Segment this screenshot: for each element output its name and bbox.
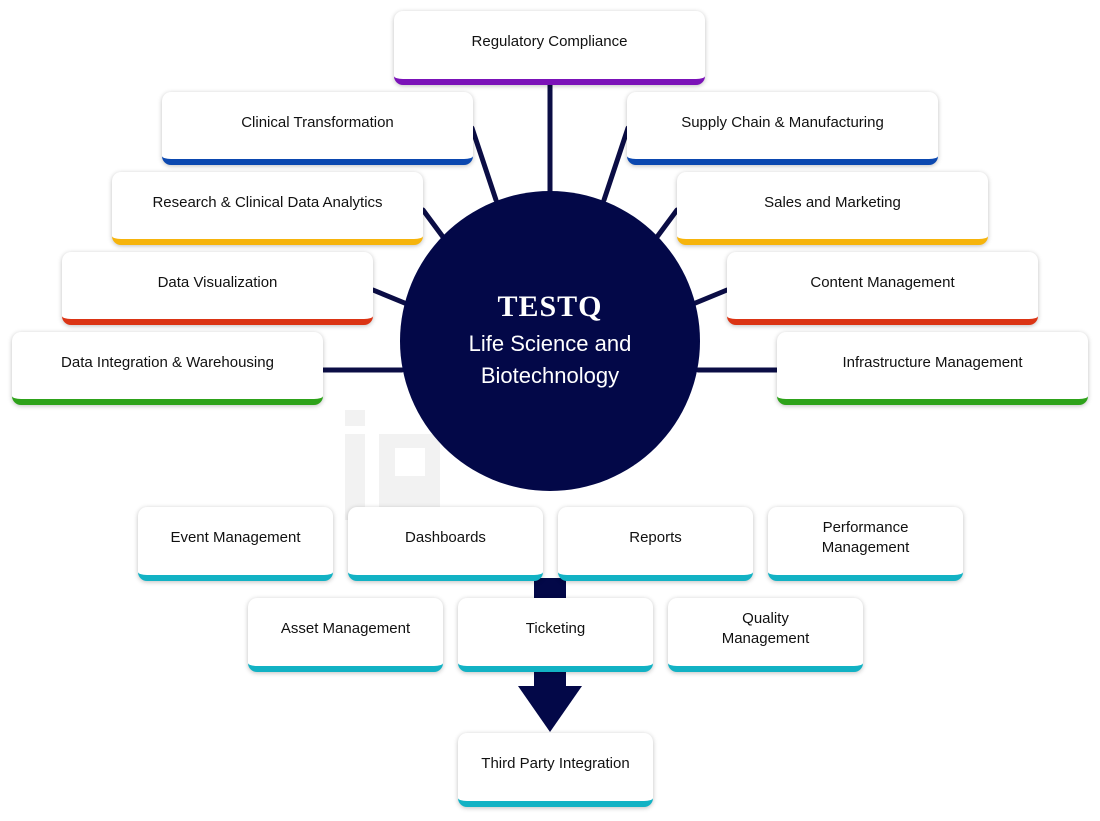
box-content-management: Content Management <box>727 252 1038 325</box>
box-event-management: Event Management <box>138 507 333 581</box>
box-regulatory-compliance: Regulatory Compliance <box>394 11 705 85</box>
box-asset-management: Asset Management <box>248 598 443 672</box>
connector-content-management <box>690 287 730 307</box>
center-hub: TESTQ Life Science and Biotechnology <box>400 191 700 491</box>
connector-sales-marketing <box>654 207 680 240</box>
box-ticketing: Ticketing <box>458 598 653 672</box>
connector-clinical-transformation <box>469 125 499 203</box>
connector-data-visualization <box>370 287 410 307</box>
box-data-integration-warehousing: Data Integration & Warehousing <box>12 332 323 405</box>
box-supply-chain-manufacturing: Supply Chain & Manufacturing <box>627 92 938 165</box>
iq-logo-watermark-icon <box>345 410 440 520</box>
box-clinical-transformation: Clinical Transformation <box>162 92 473 165</box>
box-sales-and-marketing: Sales and Marketing <box>677 172 988 245</box>
hub-subtitle: Life Science and Biotechnology <box>468 331 632 388</box>
connector-research-analytics <box>420 207 446 240</box>
connector-supply-chain <box>601 125 631 203</box>
box-infrastructure-management: Infrastructure Management <box>777 332 1088 405</box>
box-reports: Reports <box>558 507 753 581</box>
box-quality-management: Quality Management <box>668 598 863 672</box>
hub-brand-title: TESTQ <box>497 290 603 323</box>
box-dashboards: Dashboards <box>348 507 543 581</box>
box-performance-management: Performance Management <box>768 507 963 581</box>
flow-arrow-head <box>518 686 582 732</box>
box-third-party-integration: Third Party Integration <box>458 733 653 807</box>
box-data-visualization: Data Visualization <box>62 252 373 325</box>
box-research-clinical-data-analytics: Research & Clinical Data Analytics <box>112 172 423 245</box>
